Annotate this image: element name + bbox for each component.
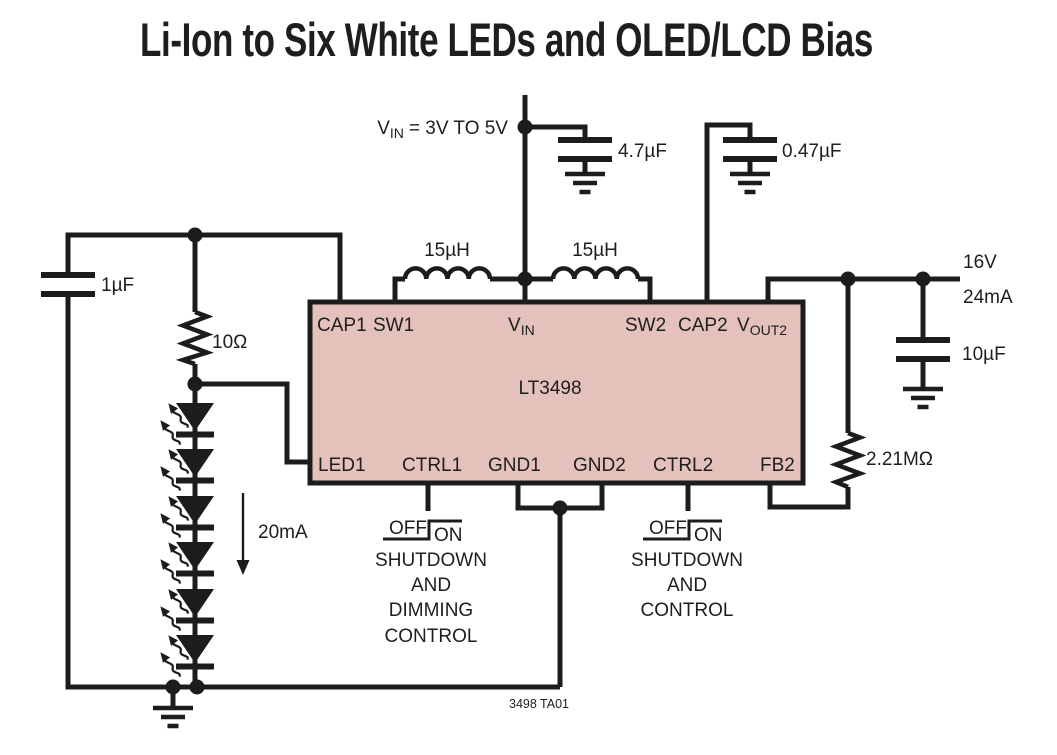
ctrl2-on-label: ON <box>694 525 723 546</box>
cap2-capacitor <box>723 140 777 159</box>
wire-bottom-rail <box>65 294 560 690</box>
pin-label-ctrl1: CTRL1 <box>402 455 462 476</box>
ctrl1-desc-line-1: SHUTDOWN <box>375 550 487 571</box>
led-2 <box>157 446 214 493</box>
input-cap-label: 4.7µF <box>618 141 667 162</box>
wire-output-rail <box>765 276 960 302</box>
pin-label-ctrl2: CTRL2 <box>653 455 713 476</box>
junction-dot <box>517 119 533 135</box>
wire-left-rail <box>65 232 343 302</box>
pin-label-cap1: CAP1 <box>317 315 367 336</box>
wire-vin-to-input-cap <box>525 124 588 140</box>
pin-label-sw1: SW1 <box>373 315 414 336</box>
left-cap-label: 1µF <box>101 275 134 296</box>
ctrl2-desc-line-3: CONTROL <box>641 600 734 621</box>
junction-dot <box>187 227 203 243</box>
feedback-resistor <box>829 430 867 490</box>
figure-id: 3498 TA01 <box>509 697 569 711</box>
ic-body <box>307 299 806 486</box>
junction-dot <box>517 271 533 287</box>
ground-icon <box>730 174 770 192</box>
led-current-label: 20mA <box>258 522 308 543</box>
led-3 <box>157 493 214 540</box>
led-5 <box>157 586 214 633</box>
inductor-2 <box>550 266 641 280</box>
wire-sw2-stub <box>638 276 653 302</box>
ctrl1-on-label: ON <box>434 525 463 546</box>
inductor-1 <box>402 266 493 280</box>
output-capacitor <box>896 340 950 359</box>
input-capacitor <box>558 140 612 159</box>
left-capacitor <box>41 275 95 294</box>
vin-source-label: VIN= 3V TO 5V <box>377 118 508 141</box>
ctrl1-off-label: OFF <box>389 518 427 539</box>
led-1 <box>157 400 214 447</box>
wire-fb2-stub <box>767 483 851 510</box>
pin-label-cap2: CAP2 <box>678 315 728 336</box>
junction-dot <box>187 376 203 392</box>
ground-icon <box>565 174 605 192</box>
ground-icon <box>903 389 943 407</box>
junction-dot <box>165 679 181 695</box>
pin-label-gnd2: GND2 <box>573 455 626 476</box>
output-current-label: 24mA <box>963 287 1013 308</box>
offon-waveform-ctrl2 <box>643 519 722 541</box>
led-resistor-label: 10Ω <box>212 332 247 353</box>
current-arrowhead-icon <box>236 560 250 575</box>
pin-label-vin: VIN <box>508 315 535 338</box>
pin-label-gnd1: GND1 <box>488 455 541 476</box>
ctrl2-desc-line-1: SHUTDOWN <box>631 550 743 571</box>
ctrl1-desc-line-3: DIMMING <box>389 600 473 621</box>
pin-label-vout2: VOUT2 <box>737 315 787 338</box>
led-4 <box>157 539 214 586</box>
led-6 <box>157 632 214 679</box>
output-voltage-label: 16V <box>963 252 997 273</box>
pin-label-fb2: FB2 <box>760 455 795 476</box>
page-title: Li-Ion to Six White LEDs and OLED/LCD Bi… <box>140 13 873 66</box>
ctrl2-desc-line-2: AND <box>667 575 707 596</box>
ctrl2-off-label: OFF <box>649 518 687 539</box>
junction-dot <box>189 679 205 695</box>
output-cap-label: 10µF <box>962 344 1006 365</box>
ground-icon <box>153 708 193 726</box>
pin-label-sw2: SW2 <box>625 315 666 336</box>
junction-dot <box>552 500 568 516</box>
wire-sw1-stub <box>392 276 405 302</box>
offon-waveform-ctrl1 <box>383 519 462 541</box>
wire-cap2-to-cap <box>704 122 753 302</box>
ctrl1-desc-line-2: AND <box>411 575 451 596</box>
pin-label-led1: LED1 <box>318 455 366 476</box>
led-resistor <box>175 309 214 367</box>
feedback-resistor-label: 2.21MΩ <box>866 449 933 470</box>
inductor1-label: 15µH <box>424 240 470 261</box>
ctrl1-desc-line-4: CONTROL <box>385 626 478 647</box>
wire-led1-pin <box>195 381 310 465</box>
cap2-cap-label: 0.47µF <box>782 141 842 162</box>
junction-dot <box>915 271 931 287</box>
junction-dot <box>840 271 856 287</box>
ic-part-number: LT3498 <box>518 378 581 399</box>
inductor2-label: 15µH <box>572 240 618 261</box>
